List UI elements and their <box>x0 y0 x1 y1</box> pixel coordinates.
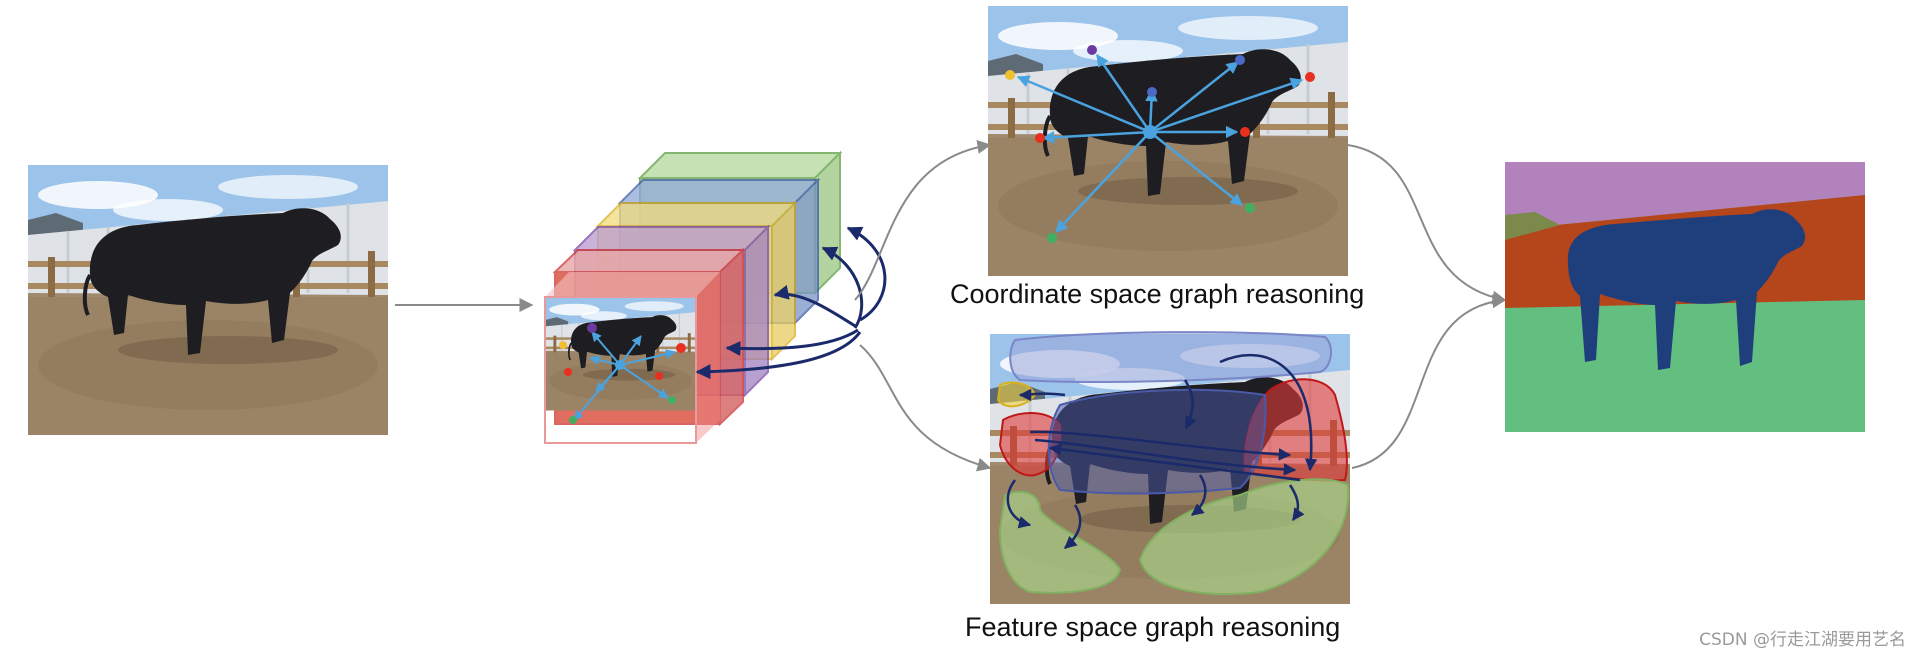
coordinate-space-image <box>986 4 1350 278</box>
graph-node-icon <box>615 360 625 370</box>
flow-arrow-coordinate-to-output <box>1347 144 1507 305</box>
watermark: CSDN @行走江湖要用艺名 <box>1699 630 1906 650</box>
feature-map-stack-icon <box>544 150 887 444</box>
feature-caption: Feature space graph reasoning <box>965 612 1340 642</box>
flow-arrow-feature-to-output <box>1351 294 1507 469</box>
feature-space-image <box>988 331 1352 606</box>
input-image <box>26 163 390 437</box>
graph-node-icon <box>1143 125 1157 139</box>
segmentation-output <box>1505 162 1865 432</box>
coordinate-caption: Coordinate space graph reasoning <box>950 279 1364 309</box>
flow-arrow-to-coordinate <box>854 139 992 301</box>
flow-arrow-to-feature <box>859 344 992 472</box>
